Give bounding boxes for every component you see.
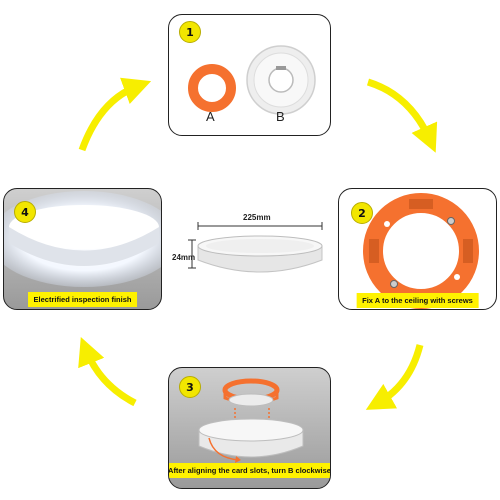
- lamp-base-icon: [198, 378, 304, 463]
- step-2-badge: 2: [351, 202, 373, 224]
- step-4-card: 4 Electrified inspection finish: [3, 188, 162, 310]
- step-3-card: 3 After aligning the card slots, turn B …: [168, 367, 331, 489]
- step-3-badge: 3: [179, 376, 201, 398]
- height-dimension-label: 24mm: [172, 253, 196, 262]
- step-4-badge: 4: [14, 201, 36, 223]
- lamp-base-icon: [188, 222, 323, 273]
- arrow-step2-to-step3: [365, 344, 424, 410]
- part-b-label: B: [276, 109, 285, 124]
- step-1-card: 1 A B: [168, 14, 331, 136]
- step-3-caption: After aligning the card slots, turn B cl…: [169, 463, 330, 478]
- mounting-plate-icon: [188, 45, 316, 115]
- lamp-icon: [4, 191, 161, 287]
- step-2-card: 2 Fix A to the ceiling with screws: [338, 188, 497, 310]
- width-dimension-label: 225mm: [243, 213, 271, 222]
- arrow-step1-to-step2: [366, 78, 438, 153]
- step-4-caption: Electrified inspection finish: [27, 292, 138, 307]
- arrow-step3-to-step4: [78, 337, 137, 407]
- part-a-label: A: [206, 109, 215, 124]
- step-1-badge: 1: [179, 21, 201, 43]
- step-2-caption: Fix A to the ceiling with screws: [356, 293, 479, 308]
- arrow-step4-to-step1: [78, 77, 152, 152]
